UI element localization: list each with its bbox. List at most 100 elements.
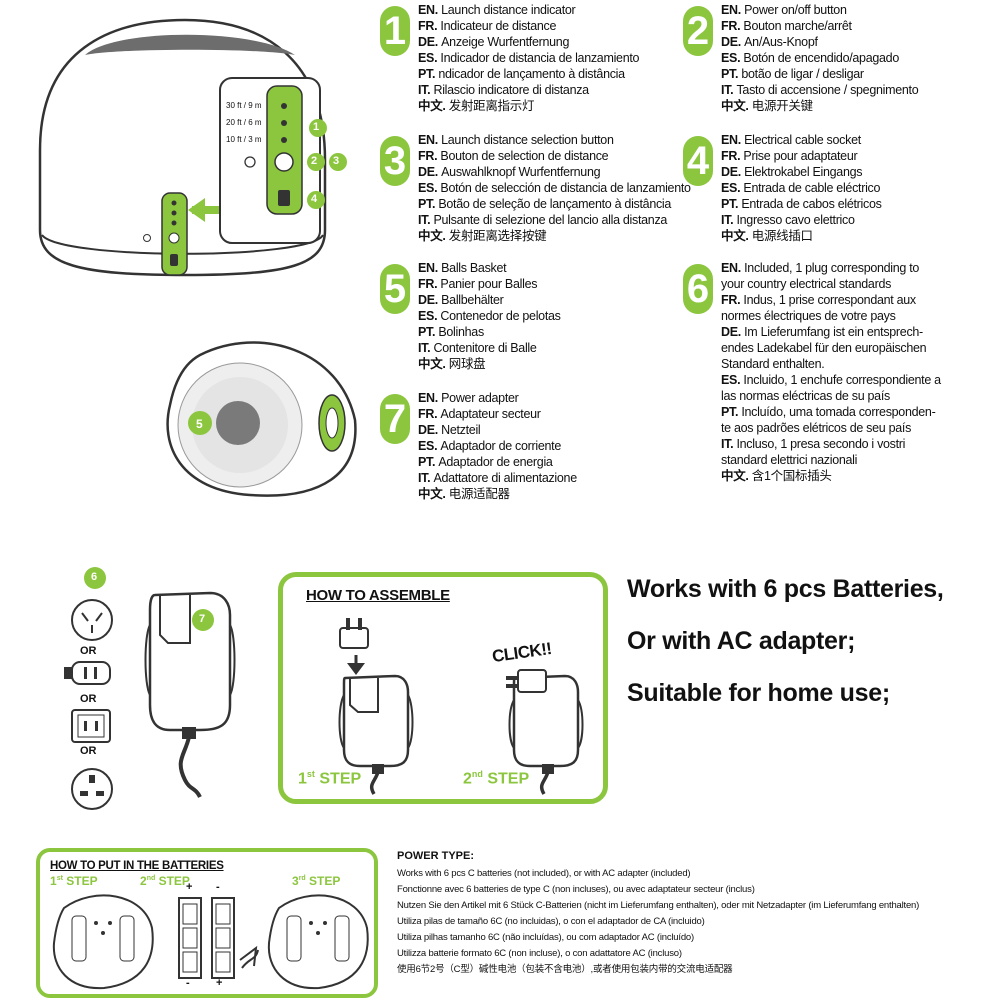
feature-description: Anzeige Wurfentfernung (441, 35, 570, 49)
feature-number-1: 1 (380, 6, 410, 56)
language-code: ES. (721, 373, 744, 387)
batteries-title: HOW TO PUT IN THE BATTERIES (50, 860, 224, 872)
callout-2: 2 (311, 155, 318, 167)
feature-line: IT. Pulsante di selezione del lancio all… (418, 212, 688, 228)
language-code: EN. (418, 3, 442, 17)
distance-label-10: 10 ft / 3 m (226, 135, 262, 144)
power-line-zh: 使用6节2号（C型）碱性电池（包装不含电池）,或者使用包装内带的交流电适配器 (397, 964, 733, 975)
language-code: EN. (721, 3, 745, 17)
language-code: DE. (418, 293, 442, 307)
feature-line: FR. Bouton de selection de distance (418, 148, 688, 164)
feature-description: Included, 1 plug corresponding to (744, 261, 920, 275)
batteries-step3: 3rd STEP (292, 874, 341, 888)
feature-line: 中文. 发射距离选择按键 (418, 228, 688, 244)
language-code: EN. (418, 391, 442, 405)
feature-line: FR. Adaptateur secteur (418, 406, 688, 422)
feature-description: Launch distance indicator (441, 3, 576, 17)
or-label-3: OR (80, 745, 97, 757)
batteries-step2: 2nd STEP (140, 874, 190, 888)
language-code: 中文. (418, 99, 449, 113)
callout-4: 4 (311, 193, 318, 205)
basket-callout-5: 5 (196, 417, 203, 431)
feature-description: Bouton de selection de distance (440, 149, 609, 163)
plug-callout-6: 6 (91, 571, 98, 583)
feature-line: endes Ladekabel für den europäischen (721, 340, 991, 356)
feature-description: Elektrokabel Eingangs (744, 165, 863, 179)
feature-description: 电源开关键 (751, 99, 813, 113)
feature-description: Launch distance selection button (441, 133, 614, 147)
feature-description: Incluso, 1 presa secondo i vostri (736, 437, 906, 451)
language-code: IT. (721, 213, 737, 227)
language-code: FR. (721, 293, 744, 307)
assemble-illustration (338, 618, 584, 795)
feature-description: Im Lieferumfang ist ein entsprech- (744, 325, 923, 339)
feature-number-7: 7 (380, 394, 410, 444)
language-code: DE. (418, 35, 442, 49)
feature-description: Indicador de distancia de lanzamiento (440, 51, 640, 65)
feature-number-5: 5 (380, 264, 410, 314)
feature-description: Ingresso cavo elettrico (736, 213, 855, 227)
feature-description: Power on/off button (744, 3, 847, 17)
callout-1: 1 (313, 121, 320, 133)
feature-line: ES. Entrada de cable eléctrico (721, 180, 991, 196)
feature-line: FR. Prise pour adaptateur (721, 148, 991, 164)
feature-description: Netzteil (441, 423, 481, 437)
feature-line: IT. Tasto di accensione / spegnimento (721, 82, 991, 98)
feature-line: DE. Elektrokabel Eingangs (721, 164, 991, 180)
callout-3: 3 (333, 155, 340, 167)
language-code: FR. (418, 277, 441, 291)
feature-description: Contenedor de pelotas (440, 309, 561, 323)
language-code: DE. (721, 325, 745, 339)
feature-line: FR. Panier pour Balles (418, 276, 688, 292)
feature-description: botão de ligar / desligar (741, 67, 864, 81)
language-code: IT. (418, 83, 434, 97)
language-code: IT. (418, 341, 434, 355)
feature-line: your country electrical standards (721, 276, 991, 292)
language-code: EN. (721, 133, 745, 147)
distance-label-30: 30 ft / 9 m (226, 101, 262, 110)
feature-description: Bouton marche/arrêt (743, 19, 852, 33)
language-code: DE. (418, 165, 442, 179)
language-code: DE. (418, 423, 442, 437)
feature-description: 发射距离指示灯 (448, 99, 535, 113)
adapter-callout-7: 7 (199, 613, 206, 625)
feature-number-2: 2 (683, 6, 713, 56)
feature-line: PT. Adaptador de energia (418, 454, 688, 470)
feature-description: endes Ladekabel für den europäischen (721, 341, 927, 355)
feature-line: IT. Rilascio indicatore di distanza (418, 82, 688, 98)
language-code: FR. (418, 149, 441, 163)
language-code: 中文. (418, 229, 449, 243)
language-code: ES. (418, 439, 441, 453)
feature-description: Ballbehälter (441, 293, 504, 307)
feature-line: PT. botão de ligar / desligar (721, 66, 991, 82)
power-line-fr: Fonctionne avec 6 batteries de type C (n… (397, 884, 755, 895)
batteries-illustration (52, 894, 369, 990)
language-code: PT. (418, 455, 439, 469)
feature-line: ES. Botón de selección de distancia de l… (418, 180, 691, 196)
feature-line: EN. Electrical cable socket (721, 132, 991, 148)
feature-description: Botón de selección de distancia de lanza… (440, 181, 691, 195)
feature-description: 网球盘 (448, 357, 486, 371)
tagline-adapter: Or with AC adapter; (627, 627, 856, 655)
language-code: 中文. (418, 357, 449, 371)
feature-description: 电源线插口 (751, 229, 813, 243)
feature-description: Adaptador de corriente (440, 439, 561, 453)
or-label-1: OR (80, 645, 97, 657)
language-code: ES. (418, 181, 441, 195)
feature-description: 含1个国标插头 (751, 469, 832, 483)
feature-line: 中文. 含1个国标插头 (721, 468, 991, 484)
feature-description: Electrical cable socket (744, 133, 861, 147)
battery-plus-bottom: + (216, 977, 223, 989)
assemble-title: HOW TO ASSEMBLE (306, 587, 450, 604)
language-code: 中文. (418, 487, 449, 501)
feature-description: Rilascio indicatore di distanza (433, 83, 589, 97)
language-code: FR. (418, 19, 441, 33)
language-code: FR. (721, 149, 744, 163)
language-code: EN. (418, 261, 442, 275)
feature-description: An/Aus-Knopf (744, 35, 818, 49)
feature-description: Adattatore di alimentazione (433, 471, 577, 485)
feature-line: DE. Ballbehälter (418, 292, 688, 308)
feature-line: IT. Incluso, 1 presa secondo i vostri (721, 436, 991, 452)
language-code: IT. (418, 471, 434, 485)
